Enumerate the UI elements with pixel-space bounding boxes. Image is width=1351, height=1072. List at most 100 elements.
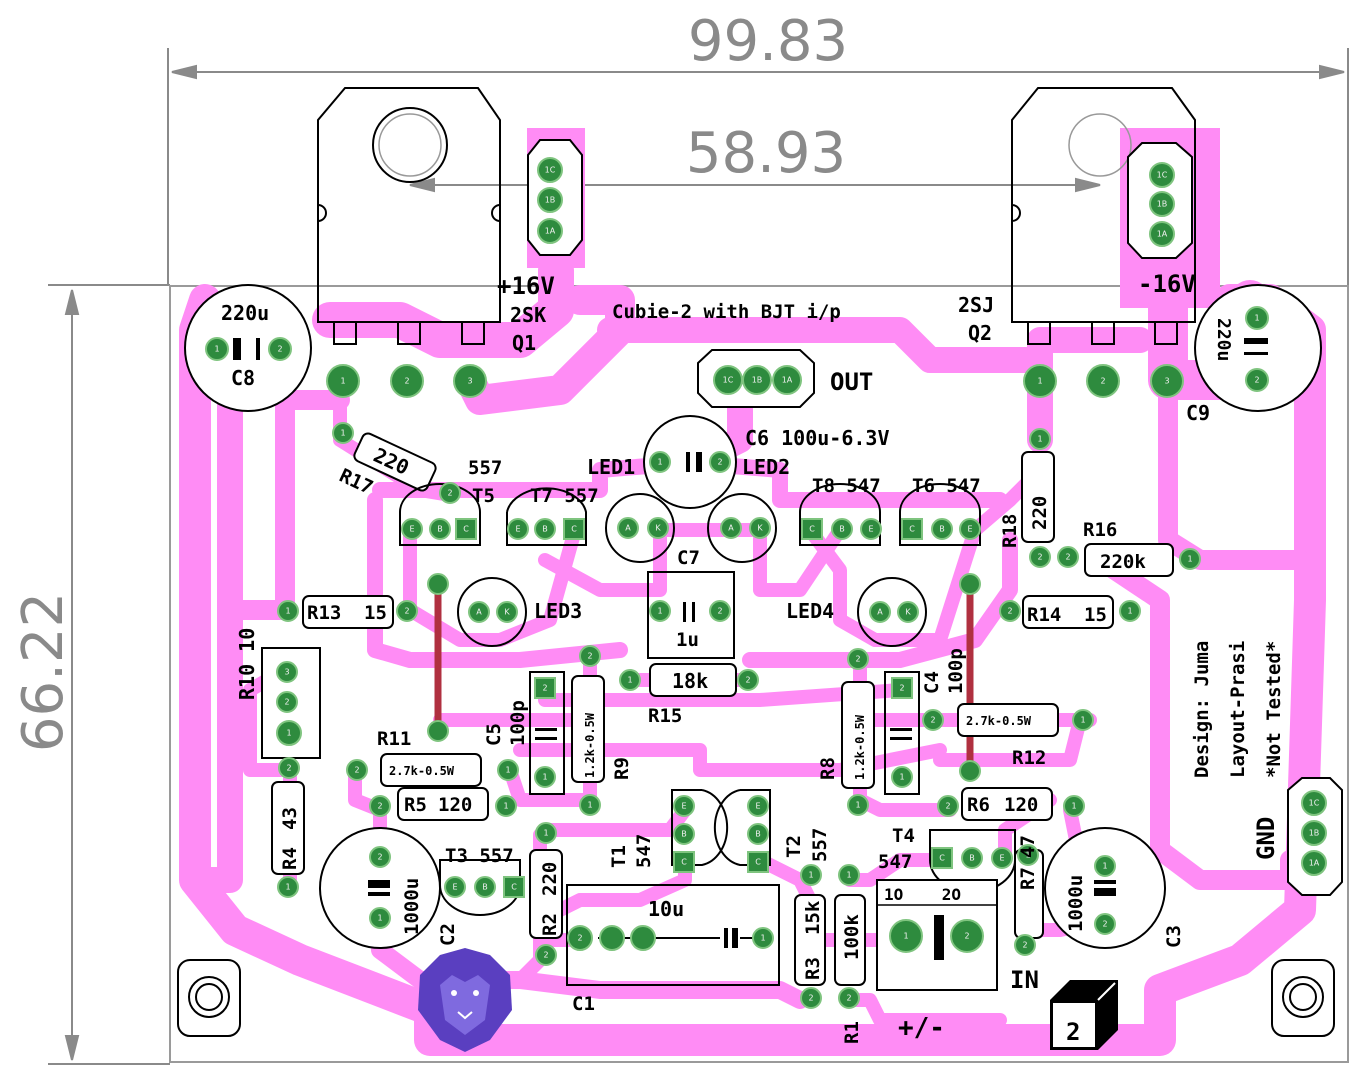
pad (800, 864, 822, 886)
pad (534, 677, 556, 699)
pad (737, 669, 759, 691)
pad-label: 1 (543, 829, 548, 838)
pad (537, 218, 563, 244)
c2-label: C2 (437, 923, 459, 946)
pad-label: 1 (1187, 555, 1192, 564)
pad (427, 573, 449, 595)
pad (427, 720, 449, 742)
r11-label: R11 (377, 728, 411, 750)
t7-label: T7 557 (530, 485, 599, 507)
pad-label: E (681, 802, 686, 811)
pad-label: 2 (964, 932, 969, 941)
pad-label: E (452, 883, 457, 892)
pad (534, 766, 556, 788)
pad-label: 3 (284, 668, 289, 677)
pad (1063, 795, 1085, 817)
t4-value: 547 (878, 851, 912, 873)
credit-note: *Not Tested* (1263, 641, 1285, 778)
pad-label: 2 (745, 676, 750, 685)
t8-label: T8 547 (812, 475, 881, 497)
pad-label: 1 (760, 934, 765, 943)
width-dimension: 99.83 (688, 9, 848, 74)
pad (673, 851, 695, 873)
r18-label: R18 (999, 514, 1021, 548)
inner-dimension: 58.93 (686, 121, 846, 186)
pad (709, 451, 731, 473)
pad (1023, 364, 1057, 398)
pad (468, 601, 490, 623)
r1-value: 100k (841, 914, 863, 960)
pad (599, 925, 625, 951)
pad (747, 823, 769, 845)
pad (1245, 306, 1269, 330)
pad-label: 1 (587, 801, 592, 810)
r3-label: R3 (802, 957, 824, 980)
pad-label: 1C (1309, 799, 1320, 808)
c8-label: C8 (231, 366, 255, 390)
pad-label: 1 (285, 883, 290, 892)
pad-label: 1 (1080, 716, 1085, 725)
r8-label: R8 (817, 757, 839, 780)
pad-label: 2 (899, 684, 904, 693)
r12-label: R12 (1012, 747, 1046, 769)
pad-label: 2 (286, 764, 291, 773)
t3-label: T3 557 (445, 845, 514, 867)
pad-label: 1 (1102, 862, 1107, 871)
pad-label: 1 (855, 801, 860, 810)
pad (369, 846, 391, 868)
pad (937, 795, 959, 817)
pad-label: B (969, 854, 975, 863)
pad (838, 864, 860, 886)
pad (720, 517, 742, 539)
t4-label: T4 (892, 825, 915, 847)
polarity-marks (233, 338, 1268, 948)
r15-label: R15 (648, 705, 682, 727)
pad-label: E (868, 525, 873, 534)
c2-value: 1000u (401, 878, 423, 935)
c7-value: 1u (676, 629, 699, 651)
pad-label: 1B (1157, 200, 1168, 209)
pad-label: 1B (1309, 829, 1320, 838)
pad (1149, 162, 1175, 188)
c5-label: C5 (483, 723, 505, 746)
pad-label: K (655, 524, 661, 533)
pad-label: 1 (286, 729, 291, 738)
pad (277, 876, 299, 898)
c9-label: C9 (1186, 401, 1210, 425)
pad (1301, 790, 1327, 816)
t6-label: T6 547 (912, 475, 981, 497)
pad (507, 518, 529, 540)
pad (276, 661, 298, 683)
pad (889, 919, 923, 953)
r14-label: R14 (1027, 604, 1061, 626)
pad (439, 482, 461, 504)
c1-label: C1 (572, 993, 595, 1015)
pad-label: E (967, 525, 972, 534)
pad-label: 2 (1100, 377, 1105, 386)
pad (838, 987, 860, 1009)
pad-label: 2 (930, 716, 935, 725)
pad (1014, 934, 1036, 956)
pad (1086, 364, 1120, 398)
pad-label: 2 (808, 994, 813, 1003)
pad (444, 876, 466, 898)
pad (709, 600, 731, 622)
pad-label: 2 (1254, 376, 1259, 385)
pad (369, 795, 391, 817)
led2-label: LED2 (742, 455, 790, 479)
pad (534, 518, 556, 540)
r8-value: 1.2k-0.5W (853, 714, 867, 780)
pad (563, 518, 585, 540)
pad (1179, 548, 1201, 570)
pad-label: 1 (505, 766, 510, 775)
pad-label: 2 (855, 655, 860, 664)
pad-label: 2 (377, 853, 382, 862)
r4-label: R4 (279, 847, 301, 870)
pad-label: C (681, 858, 687, 867)
pad (326, 364, 360, 398)
r13-label: R13 (307, 602, 341, 624)
pad (959, 573, 981, 595)
credit-layout: Layout-Prasi (1227, 641, 1249, 778)
t2-label: T2 (783, 835, 805, 858)
